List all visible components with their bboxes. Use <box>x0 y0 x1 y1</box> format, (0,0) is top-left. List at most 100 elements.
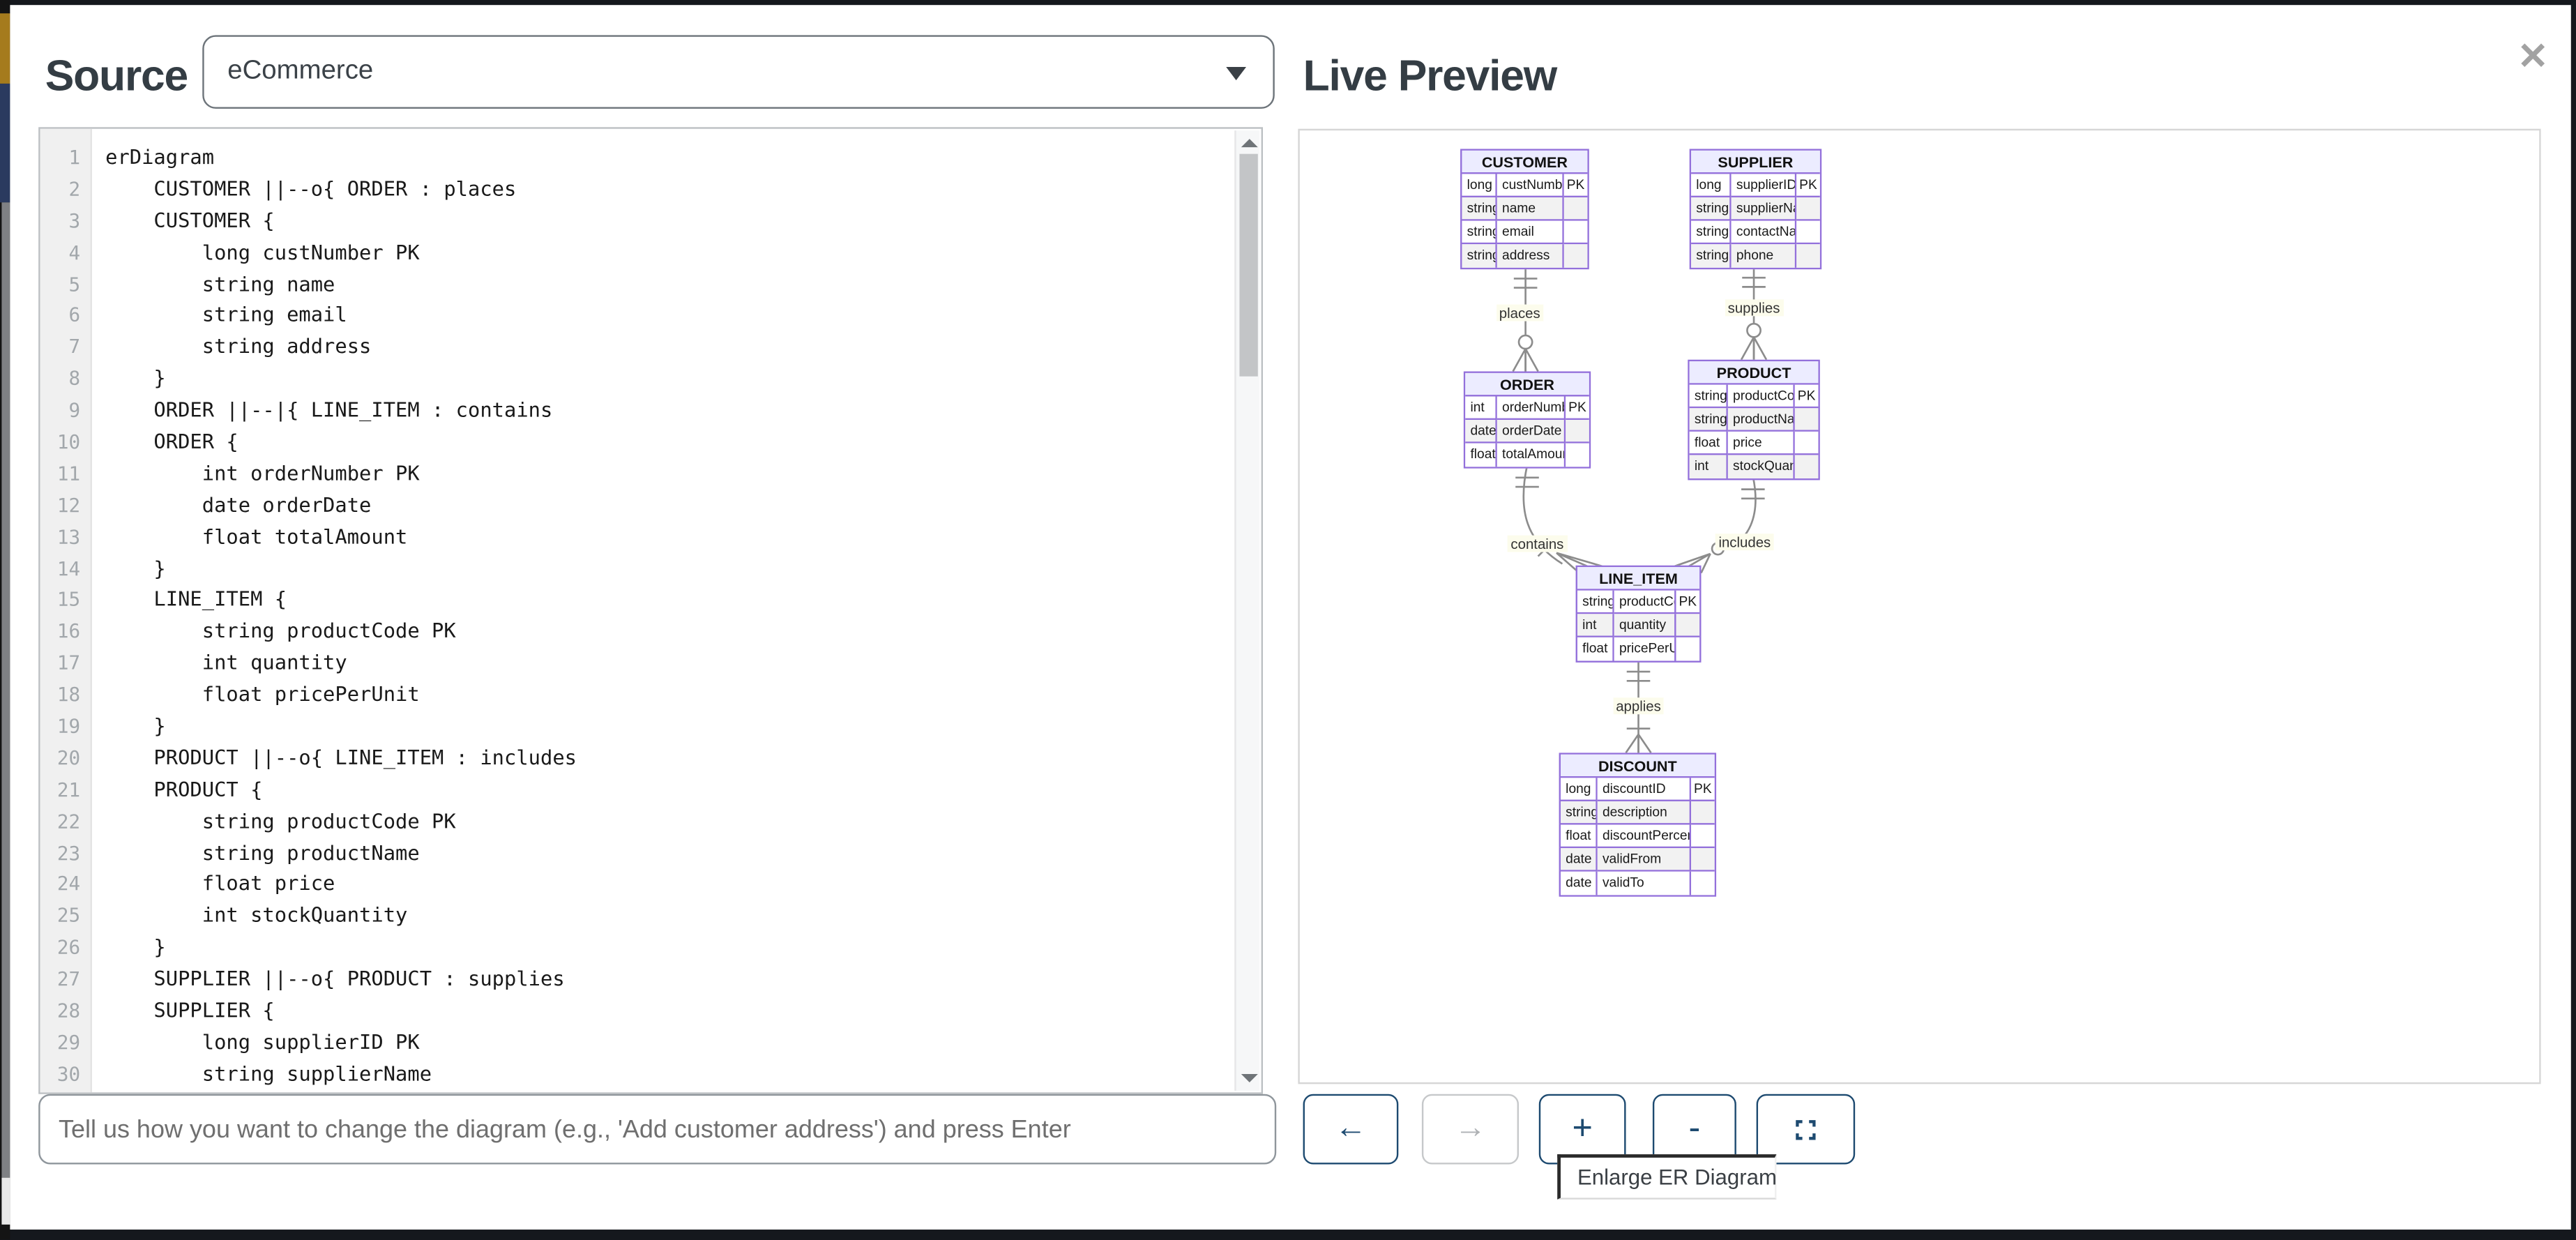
code-line[interactable]: 9 ORDER ||--|{ LINE_ITEM : contains <box>40 395 1233 426</box>
code-line[interactable]: 2 CUSTOMER ||--o{ ORDER : places <box>40 174 1233 205</box>
code-line[interactable]: 25 int stockQuantity <box>40 900 1233 932</box>
line-number: 15 <box>56 588 81 612</box>
zoom-in-button[interactable]: + <box>1538 1094 1626 1165</box>
code-line[interactable]: 6 string email <box>40 300 1233 331</box>
attribute-name: contactName <box>1731 220 1797 245</box>
code-line[interactable]: 29 long supplierID PK <box>40 1027 1233 1059</box>
attribute-type: string <box>1691 220 1732 245</box>
line-number: 7 <box>68 335 81 359</box>
line-number: 21 <box>56 777 81 801</box>
enlarge-diagram-button[interactable] <box>1756 1094 1856 1165</box>
line-number: 25 <box>56 904 81 928</box>
code-line[interactable]: 26 } <box>40 932 1233 964</box>
code-line[interactable]: 17 int quantity <box>40 648 1233 679</box>
attribute-key <box>1796 244 1820 268</box>
code-line[interactable]: 10 ORDER { <box>40 427 1233 458</box>
attribute-name: validFrom <box>1597 848 1692 872</box>
er-diagram-preview: CUSTOMERlongcustNumberPKstringnamestring… <box>1298 128 2541 1084</box>
code-line[interactable]: 4 long custNumber PK <box>40 237 1233 269</box>
code-line[interactable]: 3 CUSTOMER { <box>40 206 1233 237</box>
attribute-type: float <box>1465 443 1497 467</box>
source-select[interactable]: eCommerce <box>202 35 1275 109</box>
attribute-key <box>1691 848 1715 872</box>
fullscreen-brackets-icon <box>1796 1119 1816 1140</box>
code-line[interactable]: 20 PRODUCT ||--o{ LINE_ITEM : includes <box>40 743 1233 774</box>
attribute-type: string <box>1691 244 1732 268</box>
code-line[interactable]: 18 float pricePerUnit <box>40 679 1233 711</box>
attribute-type: string <box>1689 384 1728 409</box>
scroll-down-arrow-icon[interactable] <box>1241 1073 1258 1082</box>
attribute-key <box>1676 614 1700 637</box>
crowfoot-icon <box>1625 734 1652 754</box>
code-line[interactable]: 27 SUPPLIER ||--o{ PRODUCT : supplies <box>40 964 1233 995</box>
code-line[interactable]: 14 } <box>40 553 1233 584</box>
line-number: 3 <box>68 209 81 232</box>
attribute-key: PK <box>1563 174 1588 198</box>
entity-order: ORDERintorderNumberPKdateorderDatefloatt… <box>1463 371 1591 469</box>
scrollbar-thumb[interactable] <box>1239 153 1258 377</box>
code-line[interactable]: 16 string productCode PK <box>40 617 1233 648</box>
entity-title: PRODUCT <box>1689 361 1819 385</box>
code-line[interactable]: 5 string name <box>40 269 1233 300</box>
code-line[interactable]: 23 string productName <box>40 838 1233 869</box>
diagram-change-input[interactable] <box>38 1094 1277 1165</box>
attribute-name: stockQuantity <box>1727 455 1795 479</box>
background-navy-strip <box>0 83 10 203</box>
attribute-type: long <box>1691 174 1732 198</box>
entity-title: DISCOUNT <box>1560 754 1715 778</box>
code-text: string name <box>105 271 335 296</box>
attribute-name: address <box>1497 244 1564 268</box>
attribute-key <box>1796 197 1820 221</box>
rel-line-contains <box>1522 464 1563 565</box>
code-line[interactable]: 8 } <box>40 363 1233 395</box>
background-gray-strip <box>1 202 10 1178</box>
line-number: 24 <box>56 872 81 896</box>
attribute-type: string <box>1691 197 1732 221</box>
code-line[interactable]: 28 SUPPLIER { <box>40 995 1233 1027</box>
attribute-name: email <box>1497 220 1564 245</box>
code-text: } <box>105 935 166 960</box>
attribute-name: pricePerUnit <box>1614 637 1676 661</box>
code-line[interactable]: 21 PRODUCT { <box>40 774 1233 806</box>
zero-circle-icon <box>1746 322 1761 338</box>
line-number-gutter <box>40 128 92 1093</box>
attribute-type: date <box>1560 871 1598 895</box>
attribute-type: string <box>1462 244 1497 268</box>
code-line[interactable]: 13 float totalAmount <box>40 522 1233 553</box>
code-line[interactable]: 22 string productCode PK <box>40 806 1233 837</box>
code-text: long supplierID PK <box>105 1030 420 1054</box>
code-line[interactable]: 15 LINE_ITEM { <box>40 584 1233 616</box>
code-line[interactable]: 12 date orderDate <box>40 490 1233 521</box>
attribute-key <box>1563 220 1588 245</box>
back-button[interactable]: ← <box>1303 1094 1399 1165</box>
attribute-name: quantity <box>1614 614 1676 637</box>
code-line[interactable]: 19 } <box>40 711 1233 743</box>
scroll-up-arrow-icon[interactable] <box>1241 139 1258 148</box>
crowfoot-icon <box>1512 348 1539 372</box>
code-text: SUPPLIER ||--o{ PRODUCT : supplies <box>105 967 565 991</box>
one-tick-icon <box>1741 488 1765 500</box>
editor-scrollbar[interactable] <box>1234 130 1260 1091</box>
code-line[interactable]: 24 float price <box>40 869 1233 900</box>
forward-button[interactable]: → <box>1421 1094 1520 1165</box>
line-number: 28 <box>56 999 81 1022</box>
attribute-type: date <box>1560 848 1598 872</box>
code-line[interactable]: 7 string address <box>40 332 1233 363</box>
close-icon[interactable]: ✕ <box>2517 35 2549 77</box>
code-line[interactable]: 30 string supplierName <box>40 1059 1233 1090</box>
entity-title: LINE_ITEM <box>1577 567 1700 591</box>
line-number: 2 <box>68 176 81 201</box>
relationship-label-places: places <box>1495 304 1544 322</box>
code-line[interactable]: 11 int orderNumber PK <box>40 458 1233 490</box>
attribute-key <box>1691 824 1715 849</box>
code-text: string address <box>105 335 372 359</box>
attribute-key: PK <box>1676 590 1700 614</box>
